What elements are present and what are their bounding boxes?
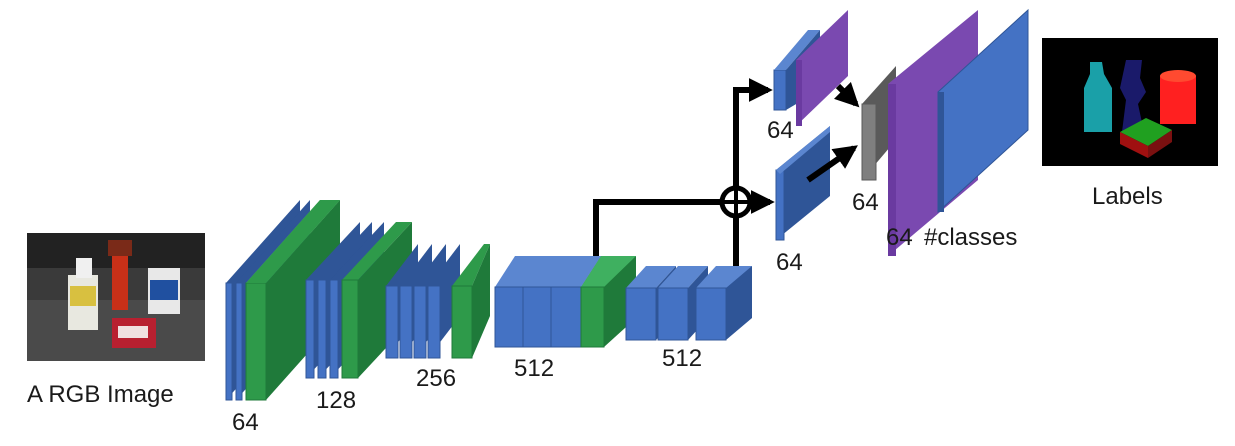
skip-connection-arrows xyxy=(593,78,860,266)
skip-line-block4 xyxy=(593,199,721,256)
output-label-image xyxy=(1042,38,1218,166)
encoder-block-5 xyxy=(625,266,752,341)
concat-label: 64 xyxy=(852,189,879,216)
encoder-block-3 xyxy=(385,244,490,359)
arrow-upper-to-concat xyxy=(833,81,860,108)
classes-layer xyxy=(937,8,1029,214)
drill-mask-icon xyxy=(1120,60,1146,132)
bottle-mask-icon xyxy=(1084,62,1112,132)
output-caption: Labels xyxy=(1092,183,1163,210)
encoder-block-1 xyxy=(225,200,340,401)
lower-branch-label: 64 xyxy=(776,249,803,276)
box-mask-icon xyxy=(1120,118,1172,146)
arrow-lower-to-concat xyxy=(806,145,858,183)
classes-label: #classes xyxy=(924,224,1017,251)
conv-label: 64 xyxy=(886,224,913,251)
upper-branch xyxy=(773,10,848,126)
encoder-block-4 xyxy=(494,256,636,348)
input-rgb-image xyxy=(27,233,205,361)
can-mask-icon xyxy=(1160,76,1196,124)
encoder-block-3-label: 256 xyxy=(416,365,456,392)
encoder-block-5-label: 512 xyxy=(662,345,702,372)
encoder-block-2 xyxy=(305,222,412,379)
upper-branch-label: 64 xyxy=(767,117,794,144)
encoder-block-2-label: 128 xyxy=(316,387,356,414)
lower-branch xyxy=(775,126,830,241)
arrow-to-upper-branch xyxy=(733,78,773,187)
concat-layer xyxy=(861,66,896,181)
input-caption: A RGB Image xyxy=(27,381,174,408)
encoder-block-4-label: 512 xyxy=(514,355,554,382)
sum-node-icon xyxy=(719,185,753,219)
encoder-block-1-label: 64 xyxy=(232,409,259,436)
